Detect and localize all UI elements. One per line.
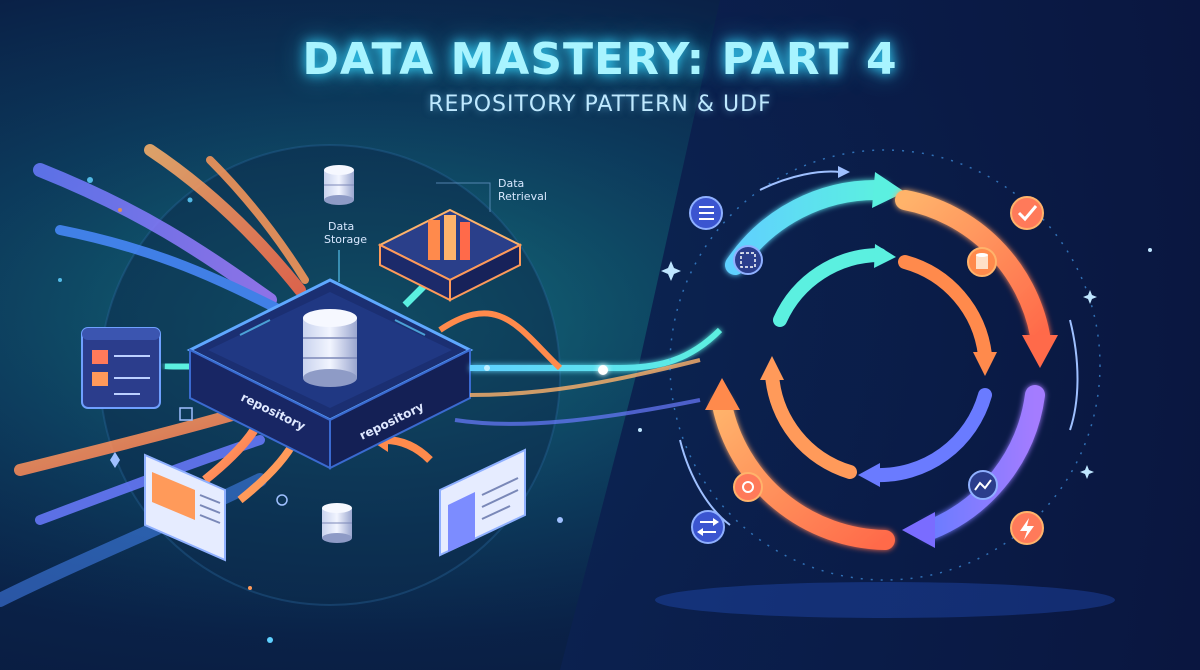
data-storage-label-line1: Data [328,220,354,233]
bolt-icon [1010,511,1044,545]
data-retrieval-icon [377,208,523,302]
list-icon [689,196,723,230]
data-storage-label-line2: Storage [324,233,367,246]
decor-nodes [110,407,563,643]
incoming-data-streams [0,144,309,607]
sync-icon [733,245,763,275]
bottom-left-browser-card [144,453,226,562]
bottom-database-icon [322,503,352,543]
bottom-right-browser-card [439,448,526,557]
central-database-icon [303,309,357,387]
bridge-streams [438,310,723,426]
data-retrieval-label-line1: Data [498,177,524,190]
database-icon [967,247,997,277]
data-storage-icon [324,165,354,205]
page-subtitle: REPOSITORY PATTERN & UDF [428,92,772,117]
trend-icon [968,470,998,500]
left-window-card [81,327,161,409]
sparkles [638,248,1152,479]
page-title: DATA MASTERY: PART 4 [302,34,898,85]
check-icon [1010,196,1044,230]
swap-icon [691,510,725,544]
settings-icon [733,472,763,502]
data-retrieval-label-line2: Retrieval [498,190,547,203]
